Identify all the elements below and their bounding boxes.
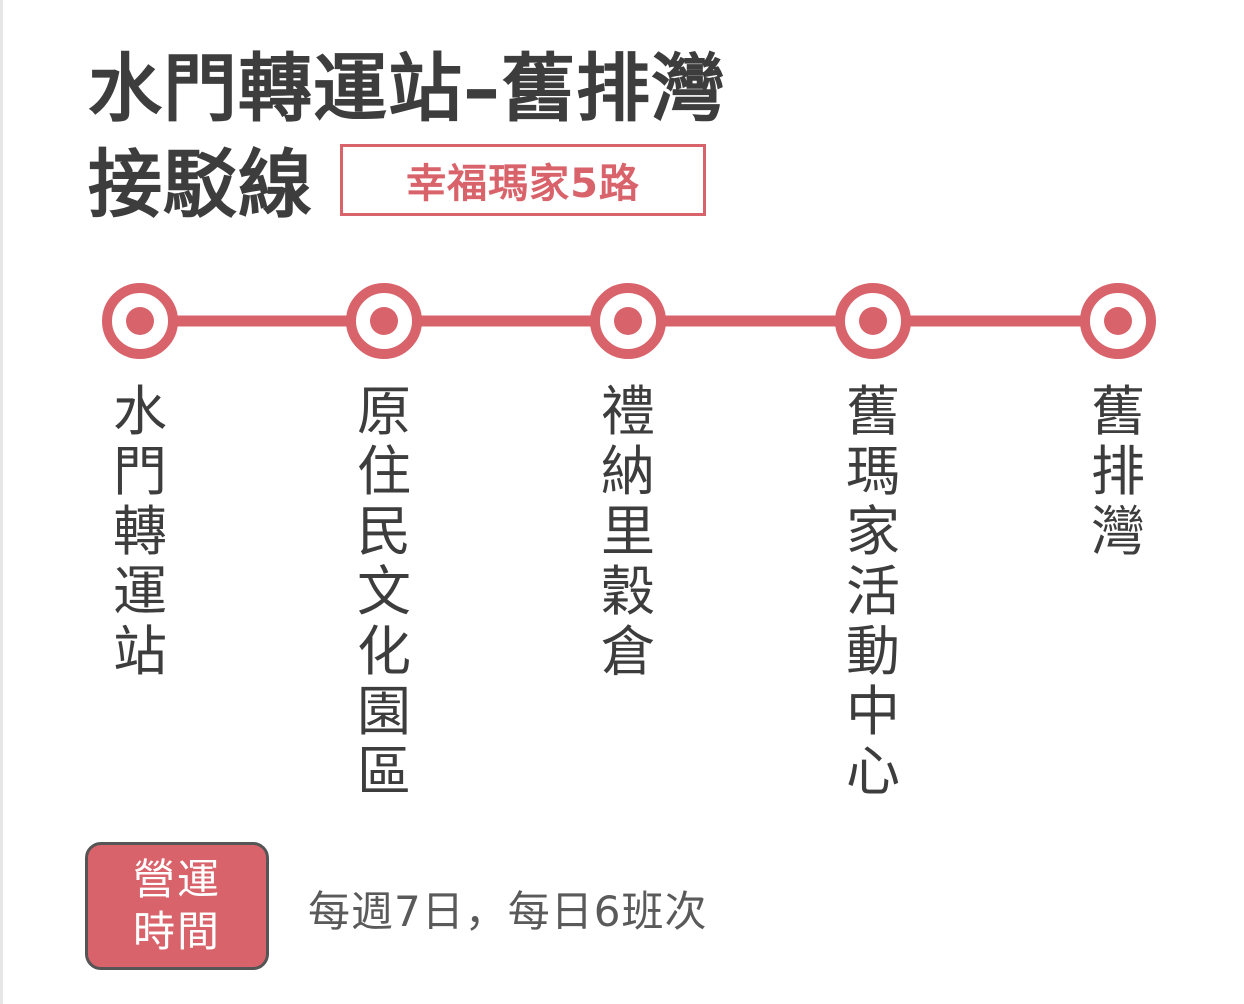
service-hours-badge: 營運時間 <box>85 842 269 970</box>
station-label-4: 舊瑪家活動中心 <box>846 380 900 803</box>
station-marker-5 <box>1080 283 1156 359</box>
route-name-badge: 幸福瑪家5路 <box>340 144 706 216</box>
station-label-5: 舊排灣 <box>1091 380 1145 563</box>
page-edge <box>0 0 3 1004</box>
page-title-line1: 水門轉運站–舊排灣 <box>88 46 726 132</box>
station-label-1: 水門轉運站 <box>113 380 167 683</box>
service-hours-label: 營運時間 <box>132 855 221 956</box>
service-schedule-text: 每週7日，每日6班次 <box>308 887 708 936</box>
station-marker-3 <box>590 283 666 359</box>
station-label-3: 禮納里穀倉 <box>601 380 655 683</box>
page-title-line2: 接駁線 <box>88 142 313 228</box>
station-label-2: 原住民文化園區 <box>357 380 411 803</box>
station-marker-1 <box>102 283 178 359</box>
station-marker-4 <box>835 283 911 359</box>
station-marker-2 <box>346 283 422 359</box>
